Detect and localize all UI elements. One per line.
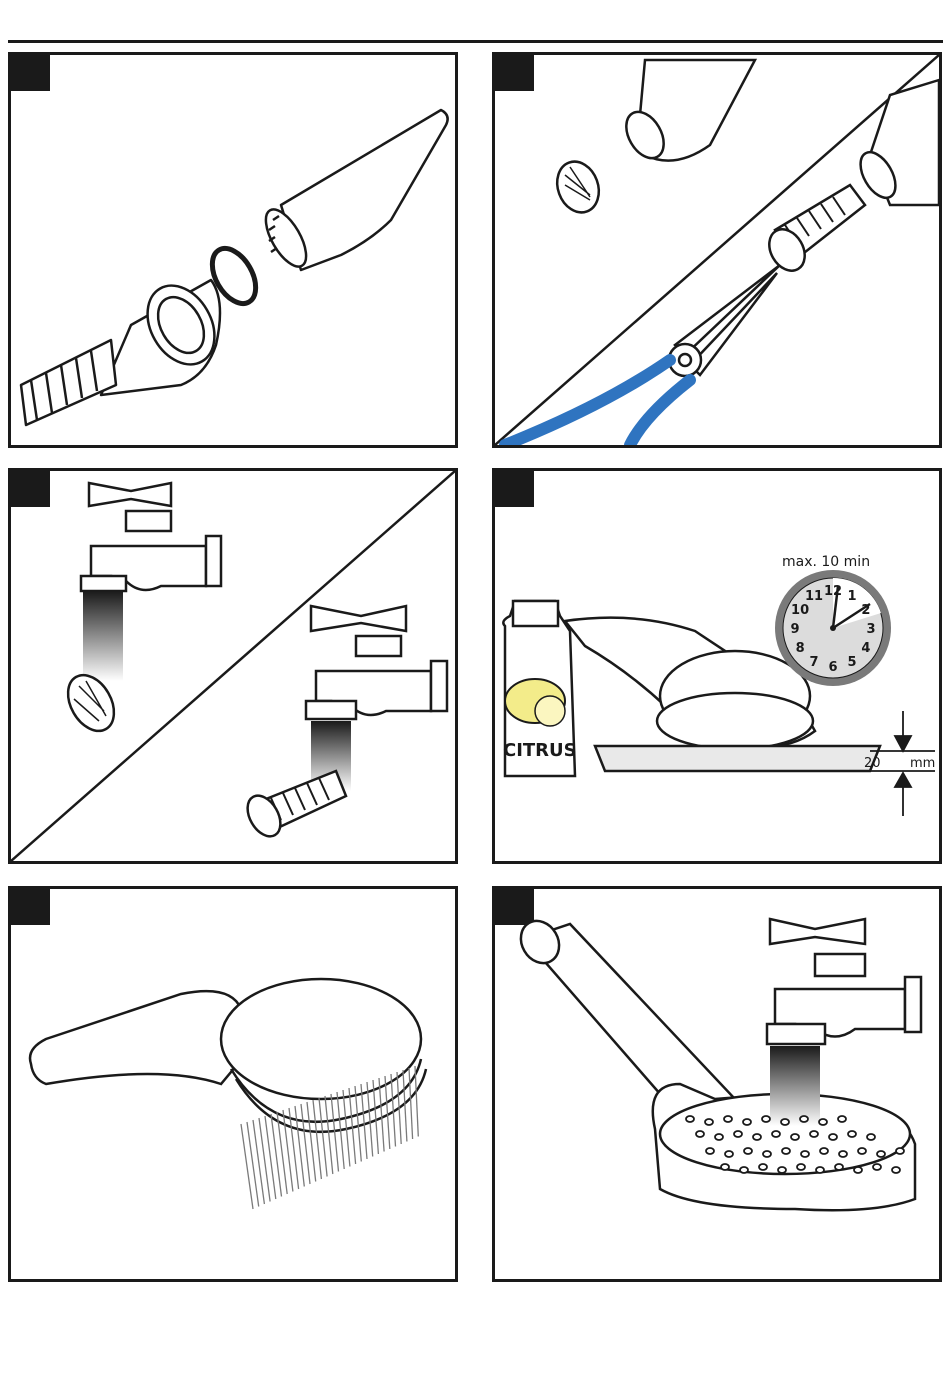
nozzle-hole xyxy=(892,1167,900,1173)
nozzle-hole xyxy=(706,1148,714,1154)
nozzle-hole xyxy=(740,1167,748,1173)
rinse-sieves-illustration xyxy=(11,471,455,861)
spray-line xyxy=(247,1122,259,1207)
nozzle-hole xyxy=(838,1116,846,1122)
spray-line xyxy=(265,1116,276,1199)
nozzle-hole xyxy=(877,1151,885,1157)
nozzle-hole xyxy=(763,1151,771,1157)
nozzle-hole xyxy=(797,1164,805,1170)
top-rule xyxy=(8,40,943,43)
nozzle-hole xyxy=(848,1131,856,1137)
clock-number: 11 xyxy=(805,589,823,604)
nozzle-hole xyxy=(801,1151,809,1157)
nozzle-hole xyxy=(772,1131,780,1137)
spray-line xyxy=(241,1124,253,1209)
nozzle-hole xyxy=(759,1164,767,1170)
shower-spray-illustration xyxy=(11,889,455,1279)
clock-number: 1 xyxy=(847,589,856,604)
citrus-label: CITRUS xyxy=(503,740,577,761)
clock-number: 7 xyxy=(809,655,818,670)
nozzle-hole xyxy=(839,1151,847,1157)
nozzle-hole xyxy=(858,1148,866,1154)
step-2-panel xyxy=(492,52,942,448)
nozzle-hole xyxy=(734,1131,742,1137)
nozzle-hole xyxy=(873,1164,881,1170)
nozzle-hole xyxy=(724,1116,732,1122)
water-jet xyxy=(83,591,123,681)
clock-number: 8 xyxy=(796,641,805,656)
nozzle-hole xyxy=(725,1151,733,1157)
step-5-panel xyxy=(8,886,458,1282)
nozzle-hole xyxy=(762,1116,770,1122)
spray-line xyxy=(415,1066,418,1137)
spray-line xyxy=(379,1078,384,1152)
clock-number: 4 xyxy=(861,641,870,656)
nozzle-hole xyxy=(816,1167,824,1173)
depth-unit: mm xyxy=(910,756,935,771)
nozzle-hole xyxy=(744,1148,752,1154)
nozzle-hole xyxy=(810,1131,818,1137)
pliers-handle-left xyxy=(505,360,670,445)
hose-disassembly-illustration xyxy=(11,55,455,445)
nozzle-hole xyxy=(829,1134,837,1140)
nozzle-hole xyxy=(705,1119,713,1125)
clock-number: 3 xyxy=(866,622,875,637)
diagonal-divider xyxy=(11,471,455,861)
spray-line xyxy=(259,1118,270,1202)
depth-value: 20 xyxy=(864,756,881,771)
step-1-panel xyxy=(8,52,458,448)
spray-line xyxy=(373,1080,378,1154)
nozzle-hole xyxy=(782,1148,790,1154)
nozzle-hole xyxy=(778,1167,786,1173)
step-6-panel xyxy=(492,886,942,1282)
nozzle-hole xyxy=(867,1134,875,1140)
spray-line xyxy=(253,1120,264,1204)
spray-line xyxy=(361,1084,367,1159)
clock-number: 5 xyxy=(847,655,856,670)
clock-number: 6 xyxy=(828,660,837,675)
nozzle-hole xyxy=(781,1119,789,1125)
nozzle-hole xyxy=(715,1134,723,1140)
nozzle-hole xyxy=(721,1164,729,1170)
spray-line xyxy=(355,1086,361,1162)
nozzle-hole xyxy=(819,1119,827,1125)
step-3-panel xyxy=(8,468,458,864)
sieve-removal-illustration xyxy=(495,55,939,445)
spray-line xyxy=(271,1114,282,1197)
citrus-soak-illustration: CITRUS max. 10 min 121234567891011 20 mm xyxy=(495,471,939,861)
nozzle-hole xyxy=(820,1148,828,1154)
clock-number: 12 xyxy=(824,584,842,599)
timer-label: max. 10 min xyxy=(782,554,870,570)
pliers-handle-right xyxy=(630,380,690,445)
spray-line xyxy=(283,1110,293,1192)
spray-line xyxy=(331,1094,339,1172)
spray-line xyxy=(385,1076,390,1149)
spray-line xyxy=(367,1082,373,1157)
nozzle-hole xyxy=(753,1134,761,1140)
nozzle-hole xyxy=(696,1131,704,1137)
nozzle-hole xyxy=(686,1116,694,1122)
water-jet xyxy=(770,1046,820,1126)
nozzle-hole xyxy=(791,1134,799,1140)
nozzle-hole xyxy=(800,1116,808,1122)
rinse-head-illustration xyxy=(495,889,939,1279)
clock-number: 10 xyxy=(791,603,809,618)
nozzle-hole xyxy=(743,1119,751,1125)
clock-number: 9 xyxy=(790,622,799,637)
nozzle-hole xyxy=(854,1167,862,1173)
nozzle-hole xyxy=(835,1164,843,1170)
nozzle-hole xyxy=(896,1148,904,1154)
